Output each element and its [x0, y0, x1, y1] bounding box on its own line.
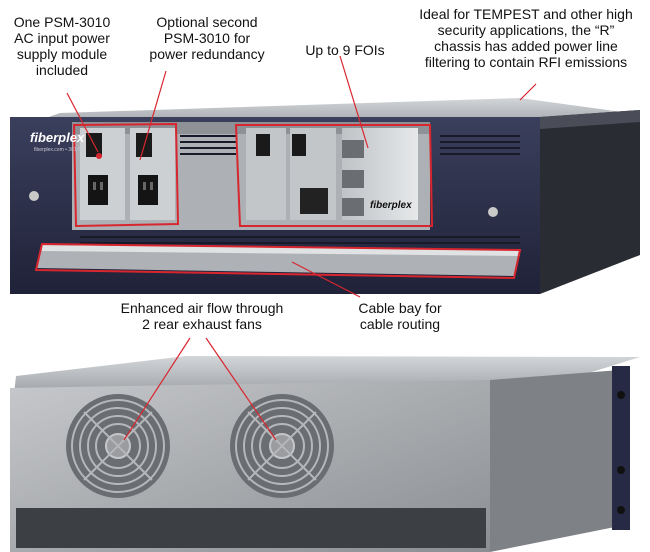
callout-fois: Up to 9 FOIs	[305, 42, 385, 58]
exhaust-fan-right	[230, 394, 334, 498]
callout-psm-optional: Optional second PSM-3010 for power redun…	[149, 14, 265, 62]
rear-chassis	[10, 337, 640, 552]
psm-module-optional	[130, 128, 175, 220]
callout-cable-bay: Cable bay for cable routing	[358, 300, 442, 332]
front-panel-url: fiberplex.com • 301.604	[34, 147, 87, 153]
callout-leaders-rear	[123, 337, 277, 441]
callout-psm-included: One PSM-3010 AC input power supply modul…	[13, 14, 111, 78]
callout-tempest: Ideal for TEMPEST and other high securit…	[419, 6, 633, 70]
psm-module-primary	[80, 128, 125, 220]
exhaust-fan-left	[66, 394, 170, 498]
callout-airflow: Enhanced air flow through 2 rear exhaust…	[120, 300, 284, 332]
rack-ear	[612, 366, 630, 530]
front-chassis-side	[540, 110, 640, 294]
rear-chassis-side	[490, 370, 620, 552]
foi-module	[342, 128, 418, 220]
front-vent-slots	[80, 135, 520, 244]
rack-screw-left	[29, 191, 39, 201]
front-panel-logo: fiberplex	[30, 130, 85, 145]
foi-slot-group	[246, 128, 336, 220]
rack-screw-right	[488, 207, 498, 217]
front-chassis	[10, 55, 640, 298]
callout-leaders-front	[66, 55, 537, 298]
highlight-outlines	[34, 122, 522, 280]
foi-module-logo: fiberplex	[370, 200, 412, 211]
